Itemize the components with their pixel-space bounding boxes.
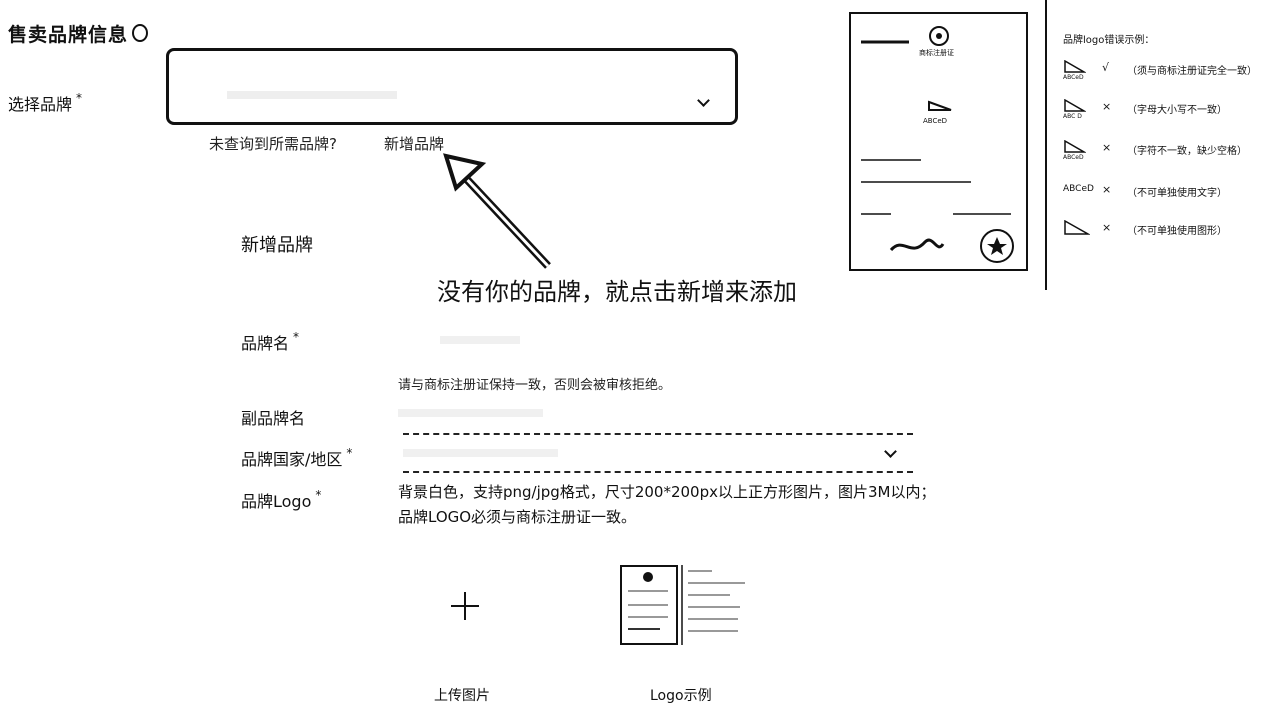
upload-button[interactable] (420, 560, 510, 660)
arrow-annotation-icon (443, 153, 551, 269)
divider (1045, 0, 1047, 290)
country-label: 品牌国家/地区* (241, 446, 353, 469)
sub-brand-input[interactable] (398, 409, 543, 417)
certificate-thumbnail-icon (620, 565, 745, 645)
brand-name-input[interactable] (440, 336, 520, 344)
annotation-text: 没有你的品牌，就点击新增来添加 (437, 278, 797, 306)
logo-hint-line2: 品牌LOGO必须与商标注册证一致。 (398, 508, 637, 526)
country-select[interactable] (403, 433, 915, 473)
certificate-icon (861, 26, 1014, 263)
section-title: 售卖品牌信息 (8, 20, 149, 47)
logo-shape-icon (1064, 140, 1086, 153)
logo-example-label: Logo示例 (650, 688, 712, 704)
logo-example-image[interactable] (620, 565, 750, 647)
select-brand-label: 选择品牌* (8, 91, 83, 114)
brand-select-value (227, 91, 397, 99)
upload-label: 上传图片 (434, 688, 490, 704)
error-example-item: ABC D × （字母大小写不一致） (1063, 99, 1227, 120)
brand-name-hint: 请与商标注册证保持一致，否则会被审核拒绝。 (398, 378, 672, 393)
brand-name-label: 品牌名* (241, 330, 300, 353)
logo-shape-icon (1064, 220, 1090, 235)
brand-select[interactable] (166, 48, 738, 125)
logo-hint-line1: 背景白色，支持png/jpg格式，尺寸200*200px以上正方形图片，图片3M… (398, 483, 936, 501)
error-example-item: × （不可单独使用图形） (1060, 218, 1275, 246)
add-brand-link[interactable]: 新增品牌 (384, 135, 445, 153)
info-circle-icon[interactable] (132, 24, 149, 42)
new-brand-heading: 新增品牌 (241, 235, 313, 256)
chevron-down-icon[interactable] (697, 94, 710, 107)
error-example-item: ABCeD × （不可单独使用文字） (1063, 183, 1227, 199)
trademark-certificate-image: 商标注册证 ABCeD (849, 12, 1028, 271)
error-example-item: ABCeD √ （须与商标注册证完全一致） (1063, 60, 1257, 81)
logo-label: 品牌Logo* (241, 488, 322, 511)
logo-shape-icon (1064, 99, 1086, 112)
not-found-text: 未查询到所需品牌? (209, 135, 337, 153)
error-examples-title: 品牌logo错误示例： (1063, 35, 1155, 46)
chevron-down-icon[interactable] (884, 445, 897, 458)
error-example-item: ABCeD × （字符不一致，缺少空格） (1063, 140, 1247, 161)
logo-shape-icon (1064, 60, 1086, 73)
sub-brand-label: 副品牌名 (241, 409, 306, 428)
